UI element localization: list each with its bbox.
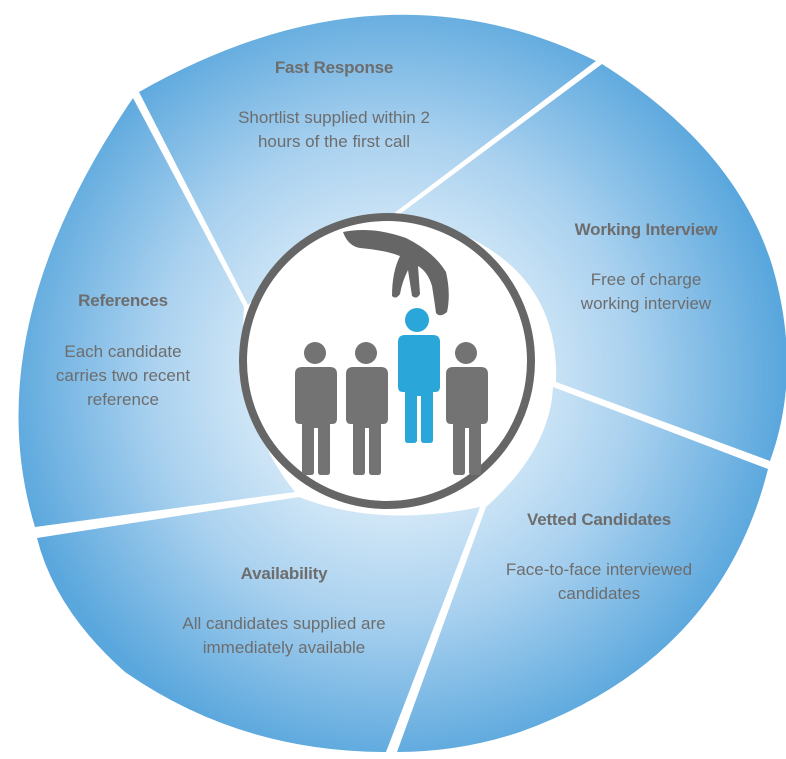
segment-title: Working Interview xyxy=(575,220,719,239)
segment-availability xyxy=(37,497,480,752)
segment-fast-response xyxy=(139,14,596,305)
selected-candidate-icon xyxy=(398,308,440,443)
segment-description-line: reference xyxy=(87,390,159,409)
label-fast-response: Fast Response Shortlist supplied within … xyxy=(238,58,430,151)
segment-description-line: Free of charge xyxy=(591,270,702,289)
segment-description-line: carries two recent xyxy=(56,366,190,385)
segment-description-line: hours of the first call xyxy=(258,132,410,151)
label-vetted-candidates: Vetted Candidates Face-to-face interview… xyxy=(506,510,692,603)
hand-icon xyxy=(343,230,449,316)
candidate-figure-1-icon xyxy=(295,342,337,475)
candidate-figure-2-icon xyxy=(346,342,388,475)
segment-description-line: Each candidate xyxy=(64,342,181,361)
wheel-segments xyxy=(18,14,786,752)
segment-title: Vetted Candidates xyxy=(527,510,671,529)
candidate-figure-3-icon xyxy=(446,342,488,475)
segment-description-line: Shortlist supplied within 2 xyxy=(238,108,430,127)
segment-description-line: immediately available xyxy=(203,638,366,657)
segment-title: Availability xyxy=(241,564,328,583)
label-working-interview: Working Interview Free of charge working… xyxy=(575,220,719,313)
segment-description-line: Face-to-face interviewed xyxy=(506,560,692,579)
segment-working-interview xyxy=(400,64,786,461)
segment-description-line: working interview xyxy=(580,294,712,313)
segment-title: Fast Response xyxy=(275,58,393,77)
center-hub xyxy=(239,213,535,509)
segment-references xyxy=(18,98,296,527)
segment-vetted-candidates xyxy=(397,387,768,752)
segment-title: References xyxy=(78,291,168,310)
segment-description-line: All candidates supplied are xyxy=(182,614,385,633)
segment-description-line: candidates xyxy=(558,584,640,603)
label-references: References Each candidate carries two re… xyxy=(56,291,190,409)
label-availability: Availability All candidates supplied are… xyxy=(182,564,385,657)
